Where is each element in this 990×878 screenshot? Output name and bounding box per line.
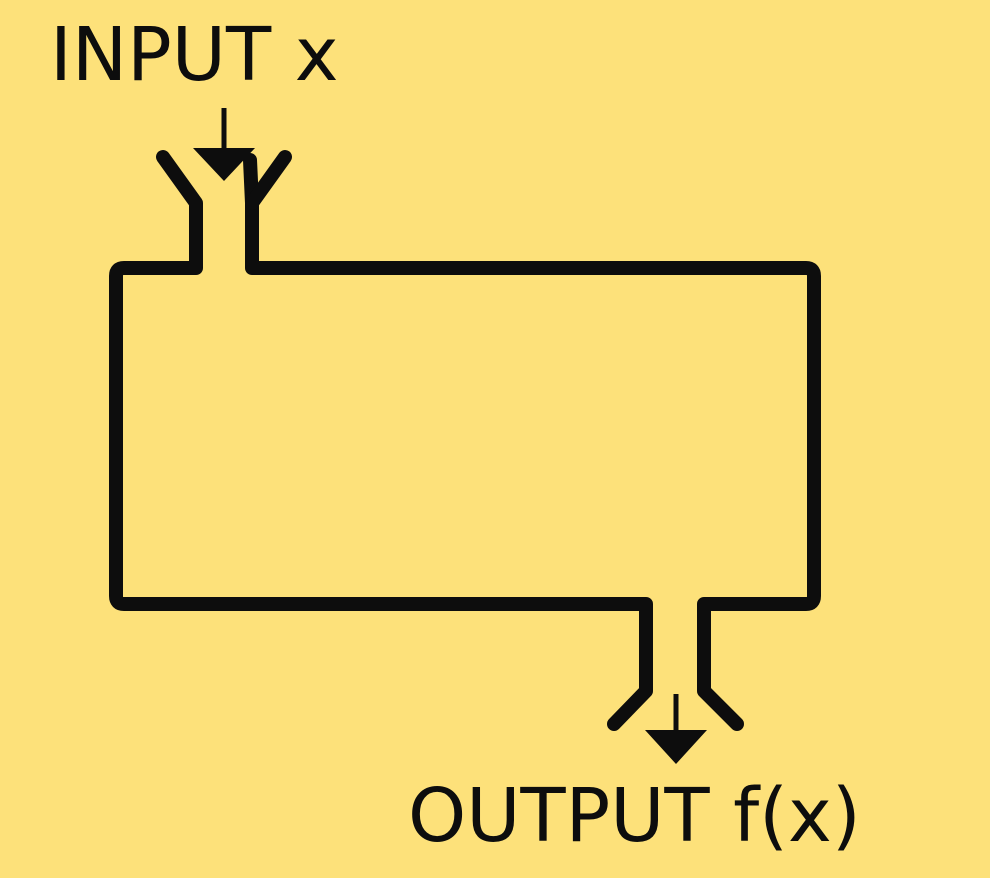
output-arrow-icon [645, 694, 707, 764]
machine-box-outline [109, 150, 821, 731]
input-label: INPUT x [50, 12, 339, 98]
output-label: OUTPUT f(x) [408, 773, 861, 859]
input-funnel-right-lip [245, 150, 292, 210]
input-arrow-icon [193, 108, 255, 181]
